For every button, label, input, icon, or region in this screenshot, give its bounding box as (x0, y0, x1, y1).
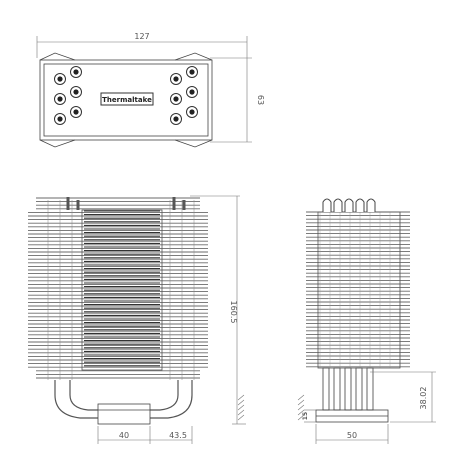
side-heatpipe-1 (333, 367, 341, 411)
front-view: 160.5 40 43.5 (28, 195, 246, 444)
heatpipe-cap-core-2 (57, 96, 63, 102)
heatpipe-cap-core-5 (73, 109, 79, 115)
heatpipe-cap-core-0 (57, 76, 63, 82)
heatpipe-cap-core-3 (73, 89, 79, 95)
side-heatpipe-4 (366, 367, 374, 411)
front-height-label: 160.5 (229, 301, 238, 324)
front-fan-frame (81, 209, 163, 371)
front-ground-hatch (237, 394, 245, 421)
front-hatch-mark-4 (237, 414, 245, 421)
side-height-label: 38.02 (419, 387, 428, 410)
front-hatch-mark-0 (237, 394, 245, 401)
side-pipe-top-3 (355, 198, 365, 212)
heatpipe-cap-core-11 (189, 109, 195, 115)
heatpipe-cap-core-10 (173, 116, 179, 122)
front-left-base-label: 40 (119, 431, 129, 440)
side-heatpipe-0 (322, 367, 330, 411)
logo-plate (100, 92, 154, 106)
top-clip-left-bottom (39, 139, 76, 148)
side-fin-outline (317, 211, 401, 369)
front-fin-stack (28, 197, 208, 380)
heatpipe-cap-core-1 (73, 69, 79, 75)
top-clip-left-top (39, 52, 76, 61)
side-heatpipe-2 (344, 367, 352, 411)
heatpipe-cap-core-9 (189, 89, 195, 95)
heatpipe-caps (54, 66, 198, 125)
side-ground-hatch (297, 394, 305, 421)
side-thickness-label: 15 (302, 412, 309, 420)
side-hatch-mark-3 (297, 409, 305, 416)
top-body-inner (43, 63, 209, 137)
front-base-block (97, 403, 151, 425)
side-fin-stack (306, 211, 410, 368)
side-pipe-tops (322, 198, 376, 212)
front-hatch-mark-1 (237, 399, 245, 406)
side-hatch-mark-1 (297, 399, 305, 406)
side-width-label: 50 (347, 431, 357, 440)
side-hatch-mark-0 (297, 394, 305, 401)
front-hatch-mark-3 (237, 409, 245, 416)
front-hatch-mark-2 (237, 404, 245, 411)
side-pipe-top-2 (344, 198, 354, 212)
side-hatch-mark-2 (297, 404, 305, 411)
heatpipe-cap-core-4 (57, 116, 63, 122)
side-heatpipes (322, 367, 374, 411)
front-right-base-label: 43.5 (169, 431, 187, 440)
side-heatpipe-3 (355, 367, 363, 411)
heatpipe-cap-core-8 (173, 96, 179, 102)
front-heatpipe-left-inner (69, 380, 98, 411)
side-pipe-top-1 (333, 198, 343, 212)
logo-text: Thermaltake (102, 96, 152, 104)
front-heatpipe-right-inner (150, 380, 179, 411)
top-body-outline (39, 59, 213, 141)
front-heatpipe-left-outer (54, 380, 98, 419)
top-clip-right-bottom (174, 139, 213, 148)
top-clip-right-top (174, 52, 213, 61)
heatpipe-cap-core-6 (173, 76, 179, 82)
side-hatch-mark-4 (297, 414, 305, 421)
top-view: 127 63 Thermaltake (36, 32, 265, 148)
top-height-label: 63 (256, 95, 265, 105)
side-pipe-top-0 (322, 198, 332, 212)
side-pipe-top-4 (366, 198, 376, 212)
side-view: 15 38.02 50 (297, 198, 436, 444)
heatpipe-cap-core-7 (189, 69, 195, 75)
front-heatpipe-right-outer (150, 380, 193, 419)
top-width-label: 127 (134, 32, 149, 41)
